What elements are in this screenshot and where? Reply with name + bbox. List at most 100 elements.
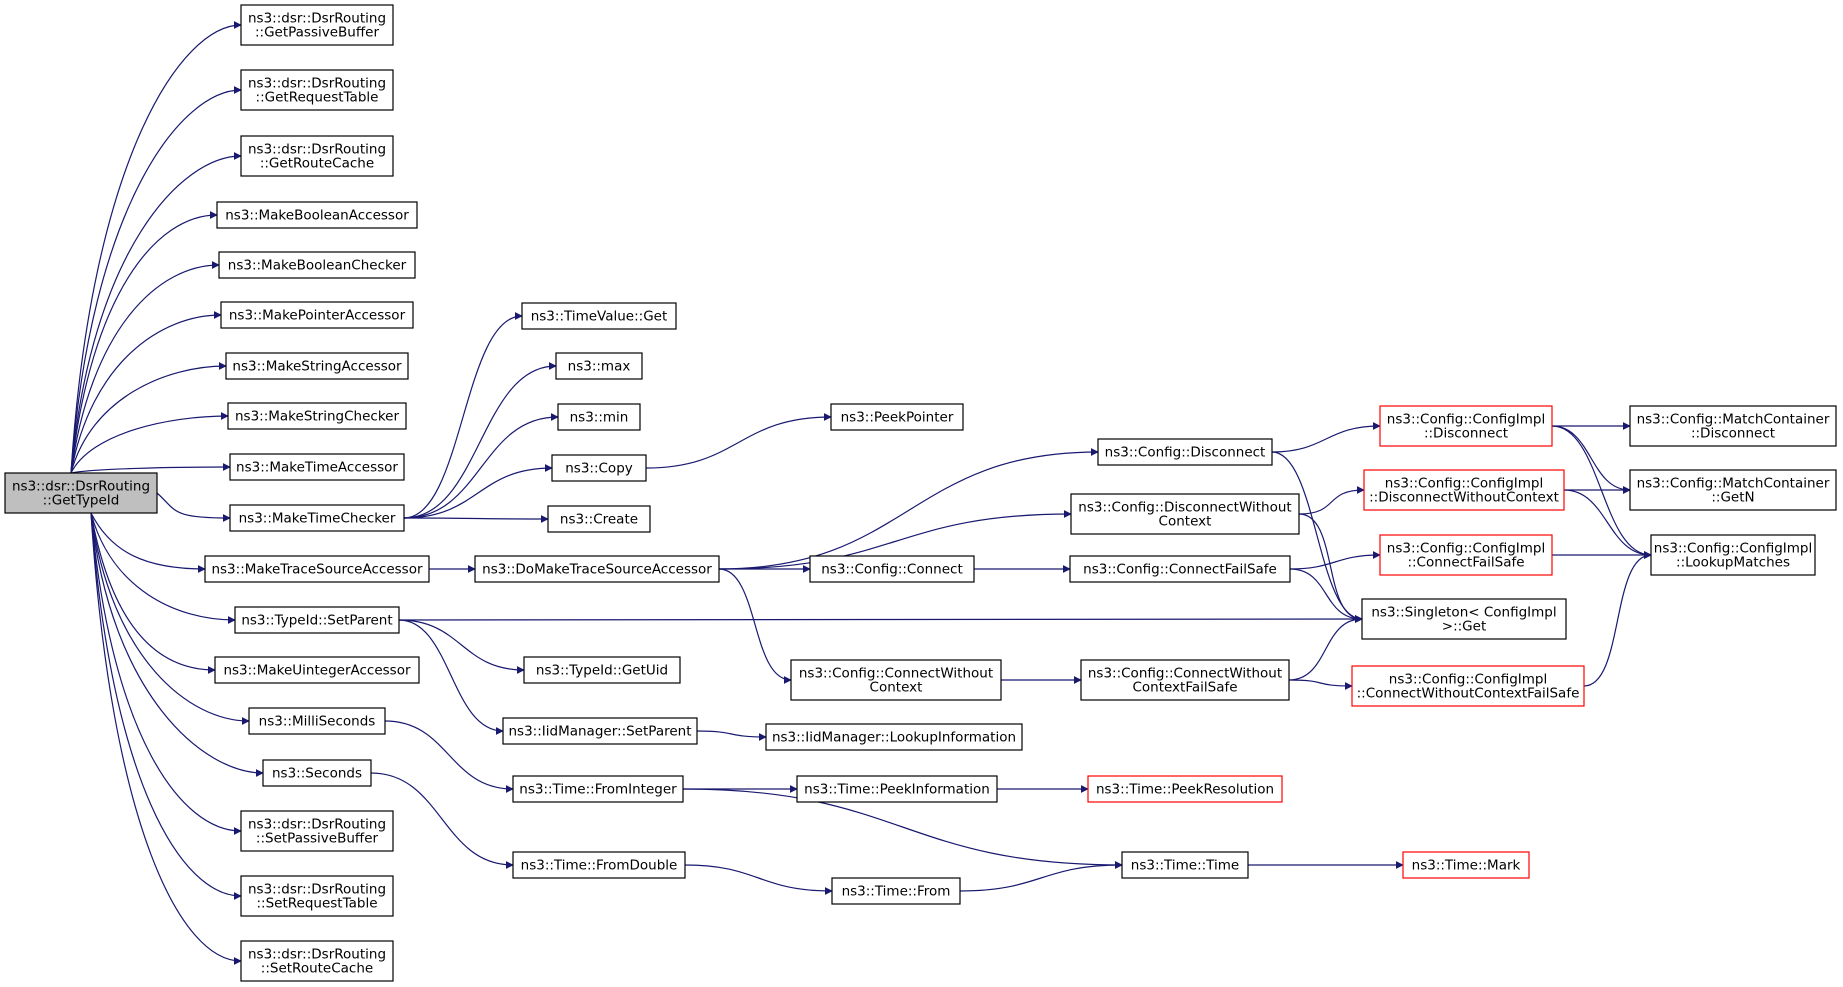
node-milliSeconds[interactable]: ns3::MilliSeconds [248,707,386,735]
node-timeFromInteger[interactable]: ns3::Time::FromInteger [512,775,684,803]
edge-copy-peekPointer [645,413,832,469]
node-label: ::SetRequestTable [256,896,377,912]
edge-root-makeTimeChecker [156,492,231,522]
edge-timeFromInteger-timeTime [682,788,1123,869]
node-configDisconnect[interactable]: ns3::Config::Disconnect [1097,438,1273,466]
edge-configDisconnect-implDisconnect [1271,422,1381,453]
edge-root-setRouteCache [90,512,242,965]
edge-root-getRequestTable [70,86,242,474]
node-iidManagerSetParent[interactable]: ns3::IidManager::SetParent [502,717,698,745]
node-label: ns3::Config::Connect [821,562,963,578]
node-label: ns3::Config::ConfigImpl [1387,541,1545,557]
node-label: ns3::Config::DisconnectWithout [1078,500,1291,516]
node-makeBooleanChecker[interactable]: ns3::MakeBooleanChecker [218,251,416,279]
node-box [1629,405,1837,447]
edge-makeTimeChecker-max [403,362,557,519]
node-label: ::GetTypeId [43,493,120,509]
node-peekPointer[interactable]: ns3::PeekPointer [830,403,964,431]
call-edge [70,211,218,474]
node-create[interactable]: ns3::Create [547,505,651,533]
node-box [240,69,394,111]
edge-doMakeTraceSourceAccessor-configDisconnect [718,448,1099,570]
node-configConnectWithoutContext[interactable]: ns3::Config::ConnectWithoutContext [790,659,1002,701]
node-label: ns3::IidManager::SetParent [509,724,692,740]
node-box [216,201,418,229]
node-timeFrom[interactable]: ns3::Time::From [831,877,961,905]
edge-root-typeIdSetParent [90,512,236,624]
node-timeMark[interactable]: ns3::Time::Mark [1402,851,1530,879]
node-implLookupMatches[interactable]: ns3::Config::ConfigImpl::LookupMatches [1650,534,1816,576]
node-box [1080,659,1290,701]
node-configConnectWithoutContextFailSafe[interactable]: ns3::Config::ConnectWithoutContextFailSa… [1080,659,1290,701]
node-box [204,555,430,583]
node-copy[interactable]: ns3::Copy [551,454,647,482]
node-makeStringAccessor[interactable]: ns3::MakeStringAccessor [225,352,409,380]
node-timePeekResolution[interactable]: ns3::Time::PeekResolution [1087,775,1283,803]
node-box [214,656,420,684]
call-edge [696,730,767,741]
call-edge [1563,489,1652,559]
node-typeIdSetParent[interactable]: ns3::TypeId::SetParent [234,606,400,634]
node-singletonGet[interactable]: ns3::Singleton< ConfigImpl >::Get [1361,598,1567,640]
node-timeTime[interactable]: ns3::Time::Time [1121,851,1249,879]
node-matchContainerDisconnect[interactable]: ns3::Config::MatchContainer::Disconnect [1629,405,1837,447]
node-box [1097,438,1273,466]
node-label: ns3::Time::FromDouble [521,858,678,874]
node-timePeekInformation[interactable]: ns3::Time::PeekInformation [796,775,998,803]
edge-timeFromDouble-timeFrom [684,864,833,895]
edge-makeTimeChecker-timeValueGet [403,312,523,519]
node-makePointerAccessor[interactable]: ns3::MakePointerAccessor [220,301,414,329]
node-typeIdGetUid[interactable]: ns3::TypeId::GetUid [523,656,681,684]
node-label: ns3::Seconds [272,766,362,782]
node-box [512,851,686,879]
node-label: ::GetN [1711,490,1754,506]
node-makeUintegerAccessor[interactable]: ns3::MakeUintegerAccessor [214,656,420,684]
node-label: ns3::max [568,359,631,375]
node-label: ::GetRequestTable [256,90,379,106]
node-getPassiveBuffer[interactable]: ns3::dsr::DsrRouting::GetPassiveBuffer [240,4,394,46]
node-label: ::ConnectWithoutContextFailSafe [1357,686,1580,702]
edge-doMakeTraceSourceAccessor-configDisconnectWithoutContext [718,510,1072,570]
node-min[interactable]: ns3::min [557,403,641,431]
node-timeValueGet[interactable]: ns3::TimeValue::Get [521,302,677,330]
node-makeTraceSourceAccessor[interactable]: ns3::MakeTraceSourceAccessor [204,555,430,583]
node-label: ns3::dsr::DsrRouting [12,479,150,495]
node-getRequestTable[interactable]: ns3::dsr::DsrRouting::GetRequestTable [240,69,394,111]
node-makeTimeAccessor[interactable]: ns3::MakeTimeAccessor [229,453,405,481]
node-box [831,877,961,905]
node-configDisconnectWithoutContext[interactable]: ns3::Config::DisconnectWithoutContext [1070,493,1300,535]
node-configConnectFailSafe[interactable]: ns3::Config::ConnectFailSafe [1069,555,1291,583]
node-label: ns3::Singleton< ConfigImpl [1371,605,1556,621]
node-label: ::Disconnect [1424,426,1508,442]
node-makeBooleanAccessor[interactable]: ns3::MakeBooleanAccessor [216,201,418,229]
node-root[interactable]: ns3::dsr::DsrRouting::GetTypeId [4,472,158,514]
node-makeStringChecker[interactable]: ns3::MakeStringChecker [227,402,407,430]
edge-typeIdSetParent-iidManagerSetParent [398,619,504,735]
node-setRequestTable[interactable]: ns3::dsr::DsrRouting::SetRequestTable [240,875,394,917]
node-matchContainerGetN[interactable]: ns3::Config::MatchContainer::GetN [1629,469,1837,511]
node-timeFromDouble[interactable]: ns3::Time::FromDouble [512,851,686,879]
node-setRouteCache[interactable]: ns3::dsr::DsrRouting::SetRouteCache [240,940,394,982]
call-edge [1298,513,1363,623]
node-max[interactable]: ns3::max [555,352,643,380]
node-implConnectFailSafe[interactable]: ns3::Config::ConfigImpl::ConnectFailSafe [1379,534,1553,576]
node-label: ns3::TimeValue::Get [531,309,668,325]
node-setPassiveBuffer[interactable]: ns3::dsr::DsrRouting::SetPassiveBuffer [240,810,394,852]
node-box [555,352,643,380]
node-seconds[interactable]: ns3::Seconds [262,759,372,787]
node-iidManagerLookupInformation[interactable]: ns3::IidManager::LookupInformation [765,723,1023,751]
call-edge [1289,551,1381,570]
call-edge [90,512,242,835]
node-implDisconnect[interactable]: ns3::Config::ConfigImpl::Disconnect [1379,405,1553,447]
call-edge [90,512,242,965]
node-implConnectWithoutContextFailSafe[interactable]: ns3::Config::ConfigImpl::ConnectWithoutC… [1351,665,1585,707]
node-label: ns3::dsr::DsrRouting [248,947,386,963]
edge-configConnectWithoutContextFailSafe-implConnectWithoutContextFailSafe [1288,679,1353,690]
node-getRouteCache[interactable]: ns3::dsr::DsrRouting::GetRouteCache [240,135,394,177]
node-makeTimeChecker[interactable]: ns3::MakeTimeChecker [229,504,405,532]
call-edge [70,152,242,474]
node-box [512,775,684,803]
node-implDisconnectWithoutContext[interactable]: ns3::Config::ConfigImpl::DisconnectWitho… [1363,469,1565,511]
node-configConnect[interactable]: ns3::Config::Connect [809,555,975,583]
node-doMakeTraceSourceAccessor[interactable]: ns3::DoMakeTraceSourceAccessor [474,555,720,583]
